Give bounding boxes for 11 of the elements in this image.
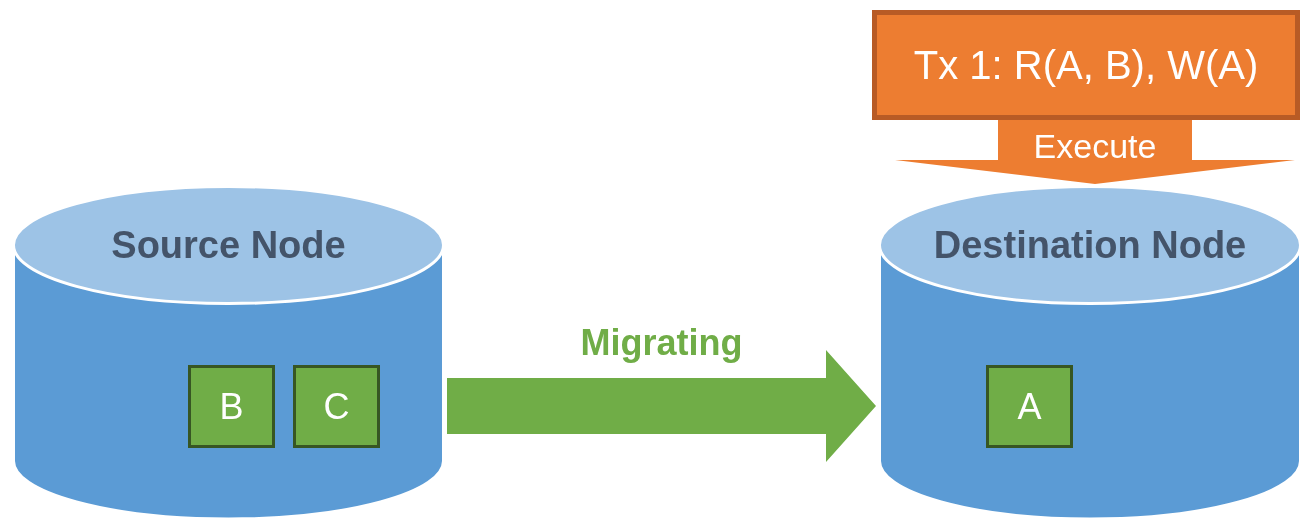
block-arrow (447, 350, 876, 462)
node-label: Destination Node (933, 223, 1247, 268)
edge-label: Execute (1033, 126, 1157, 166)
transaction-box: Tx 1: R(A, B), W(A) (872, 10, 1300, 120)
data-item-box: B (188, 365, 275, 448)
node-label: Source Node (111, 223, 346, 268)
database-cylinder (12, 185, 445, 521)
edge-label: Migrating (580, 321, 743, 365)
data-item-box: C (293, 365, 380, 448)
data-item-box: A (986, 365, 1073, 448)
database-cylinder (878, 185, 1302, 521)
